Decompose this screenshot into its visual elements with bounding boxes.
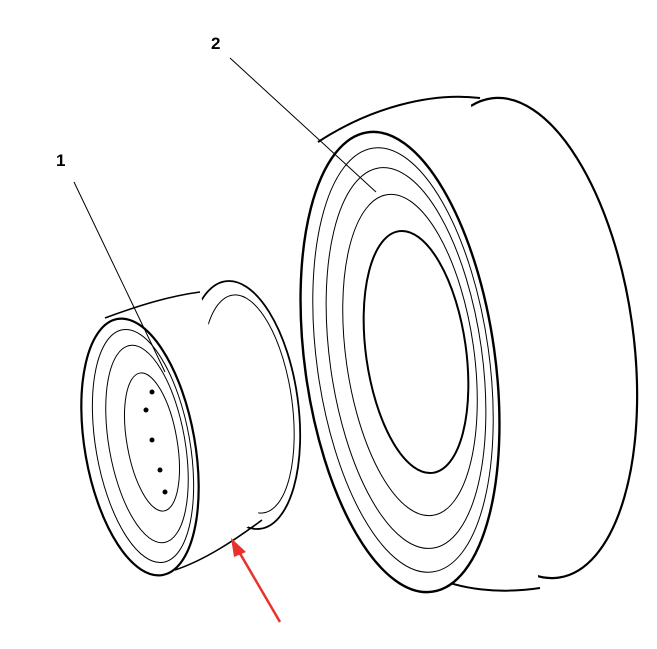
tire-top-edge [317, 95, 481, 143]
bolt-hole [143, 407, 149, 413]
bolt-hole [149, 389, 155, 395]
arrow-head [231, 538, 246, 557]
wheel-rim [80, 280, 302, 577]
arrow-shaft [236, 549, 282, 623]
rim-body-top [104, 291, 201, 319]
part-label-2: 2 [211, 34, 221, 53]
bolt-holes [143, 389, 168, 495]
leader-line-2 [229, 57, 377, 193]
bolt-hole [162, 489, 168, 495]
rim-front-flange [80, 317, 200, 577]
tire-sidewall-ring [312, 147, 494, 573]
bolt-hole [149, 437, 155, 443]
tire-sidewall-ring [325, 167, 487, 549]
leader-line-1 [73, 181, 166, 373]
rim-front-ring [91, 329, 195, 563]
rim-body-bottom [174, 519, 263, 571]
rim-disc [105, 344, 189, 544]
tire-bead-ring [342, 193, 478, 517]
tire [299, 95, 639, 594]
red-arrow-icon [231, 538, 282, 623]
part-label-1: 1 [56, 151, 66, 170]
tire-bore [362, 229, 470, 475]
rim-hub [124, 372, 180, 512]
bolt-hole [157, 467, 163, 473]
